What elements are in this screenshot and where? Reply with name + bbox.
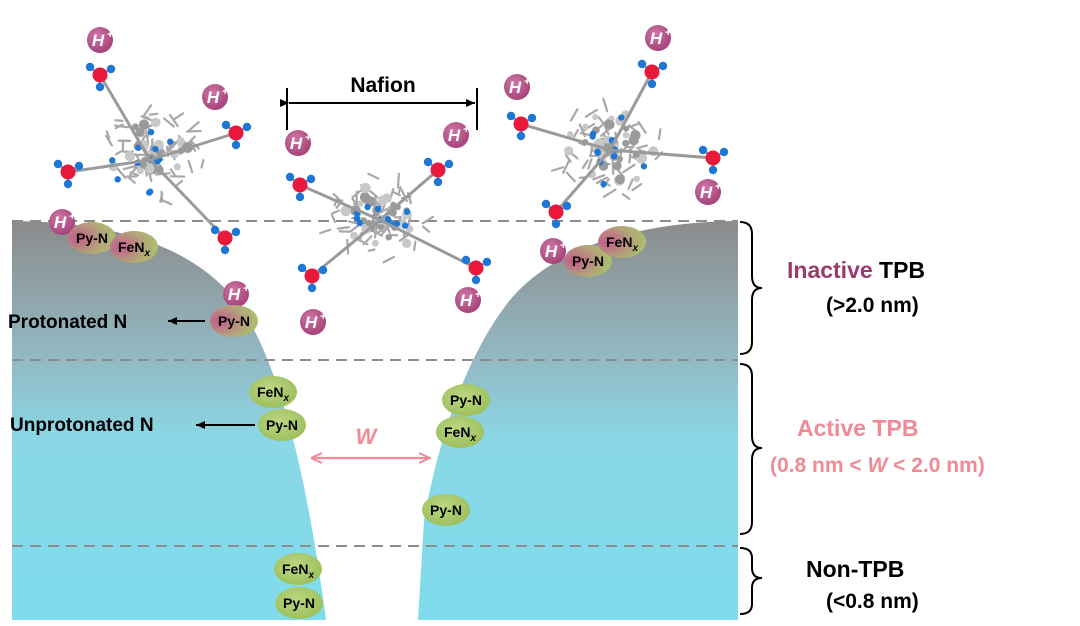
zone-active: Active TPB (0.8 nm < W < 2.0 nm) xyxy=(770,415,985,477)
fenx-site-7: FeNx xyxy=(436,416,484,448)
proton-charge: + xyxy=(305,132,311,144)
protonated-label: Protonated N xyxy=(8,312,127,333)
proton-label: H xyxy=(650,29,663,48)
width-symbol: W xyxy=(356,424,379,449)
proton-1: H+ xyxy=(87,27,113,53)
pyridinic-n-label: Py-N xyxy=(218,313,250,329)
brace-non xyxy=(739,547,763,615)
nafion-label: Nafion xyxy=(350,74,415,97)
pyridinic-n-label: Py-N xyxy=(572,253,604,269)
proton-charge: + xyxy=(665,27,671,39)
zone-non-range: (<0.8 nm) xyxy=(826,590,919,613)
nafion-molecules xyxy=(53,59,729,293)
proton-11: H+ xyxy=(695,179,721,205)
proton-2: H+ xyxy=(202,84,228,110)
proton-charge: + xyxy=(463,124,469,136)
nafion-molecule-center xyxy=(285,157,492,293)
pyridinic-n-site-10: Py-N xyxy=(275,587,323,619)
proton-label: H xyxy=(509,78,522,97)
proton-charge: + xyxy=(69,211,75,223)
proton-12: H+ xyxy=(540,238,566,264)
fenx-site-9: FeNx xyxy=(274,553,322,585)
protonated-annotation: Protonated N xyxy=(8,312,205,333)
fenx-site-4: FeNx xyxy=(249,376,297,408)
fenx-site-12: FeNx xyxy=(598,226,646,258)
proton-label: H xyxy=(448,126,461,145)
fenx-label: FeNx xyxy=(606,234,638,254)
pyridinic-n-site-1: Py-N xyxy=(68,222,116,254)
zone-inactive-word: Inactive xyxy=(787,257,873,283)
proton-label: H xyxy=(290,134,303,153)
proton-charge: + xyxy=(475,289,481,301)
unprotonated-annotation: Unprotonated N xyxy=(10,415,255,436)
pyridinic-n-site-3: Py-N xyxy=(210,305,258,337)
proton-label: H xyxy=(305,313,318,332)
pyridinic-n-label: Py-N xyxy=(430,502,462,518)
proton-label: H xyxy=(228,285,241,304)
fenx-label: FeNx xyxy=(282,561,314,581)
proton-10: H+ xyxy=(504,74,530,100)
pyridinic-n-site-8: Py-N xyxy=(422,494,470,526)
zone-active-range-prefix: (0.8 nm < xyxy=(770,454,867,477)
pyridinic-n-site-11: Py-N xyxy=(564,245,612,277)
proton-4: H+ xyxy=(223,281,249,307)
proton-label: H xyxy=(700,183,713,202)
pyridinic-n-label: Py-N xyxy=(450,392,482,408)
zone-non-title: Non-TPB xyxy=(806,556,904,582)
proton-5: H+ xyxy=(285,130,311,156)
zone-active-range-symbol: W xyxy=(867,454,889,477)
proton-label: H xyxy=(460,291,473,310)
proton-label: H xyxy=(92,31,105,50)
proton-charge: + xyxy=(320,311,326,323)
proton-charge: + xyxy=(560,240,566,252)
fenx-label: FeNx xyxy=(118,239,150,259)
proton-label: H xyxy=(545,242,558,261)
zone-inactive-range: (>2.0 nm) xyxy=(826,294,919,317)
zone-active-range-suffix: < 2.0 nm) xyxy=(887,454,984,477)
pyridinic-n-label: Py-N xyxy=(266,417,298,433)
zone-active-range: (0.8 nm < W < 2.0 nm) xyxy=(770,454,985,477)
proton-charge: + xyxy=(107,29,113,41)
proton-label: H xyxy=(54,213,67,232)
unprotonated-label: Unprotonated N xyxy=(10,415,154,436)
nafion-molecule-left xyxy=(53,62,252,255)
brace-inactive xyxy=(739,221,763,355)
right-substrate xyxy=(418,221,738,620)
pyridinic-n-site-6: Py-N xyxy=(442,384,490,416)
nafion-dimension: Nafion xyxy=(280,74,478,130)
proton-7: H+ xyxy=(300,309,326,335)
zone-inactive-suffix: TPB xyxy=(873,257,925,283)
proton-charge: + xyxy=(243,283,249,295)
fenx-site-2: FeNx xyxy=(110,231,158,263)
pyridinic-n-label: Py-N xyxy=(283,595,315,611)
zone-inactive: Inactive TPB (>2.0 nm) xyxy=(787,257,925,317)
proton-3: H+ xyxy=(49,209,75,235)
pyridinic-n-label: Py-N xyxy=(76,230,108,246)
active-sites: Py-NFeNxPy-NFeNxPy-NPy-NFeNxPy-NFeNxPy-N… xyxy=(68,222,646,619)
proton-charge: + xyxy=(715,181,721,193)
proton-8: H+ xyxy=(455,287,481,313)
width-indicator: W xyxy=(312,424,430,458)
pyridinic-n-site-5: Py-N xyxy=(258,409,306,441)
proton-charge: + xyxy=(222,86,228,98)
zone-active-title: Active TPB xyxy=(797,415,918,441)
proton-charge: + xyxy=(524,76,530,88)
proton-6: H+ xyxy=(443,122,469,148)
zone-inactive-title: Inactive TPB xyxy=(787,257,925,283)
proton-9: H+ xyxy=(645,25,671,51)
fenx-label: FeNx xyxy=(257,384,289,404)
fenx-label: FeNx xyxy=(444,424,476,444)
protons: H+H+H+H+H+H+H+H+H+H+H+H+ xyxy=(49,25,721,335)
zone-non: Non-TPB (<0.8 nm) xyxy=(806,556,919,613)
proton-label: H xyxy=(207,88,220,107)
brace-active xyxy=(739,363,763,535)
nafion-molecule-right xyxy=(506,59,729,229)
